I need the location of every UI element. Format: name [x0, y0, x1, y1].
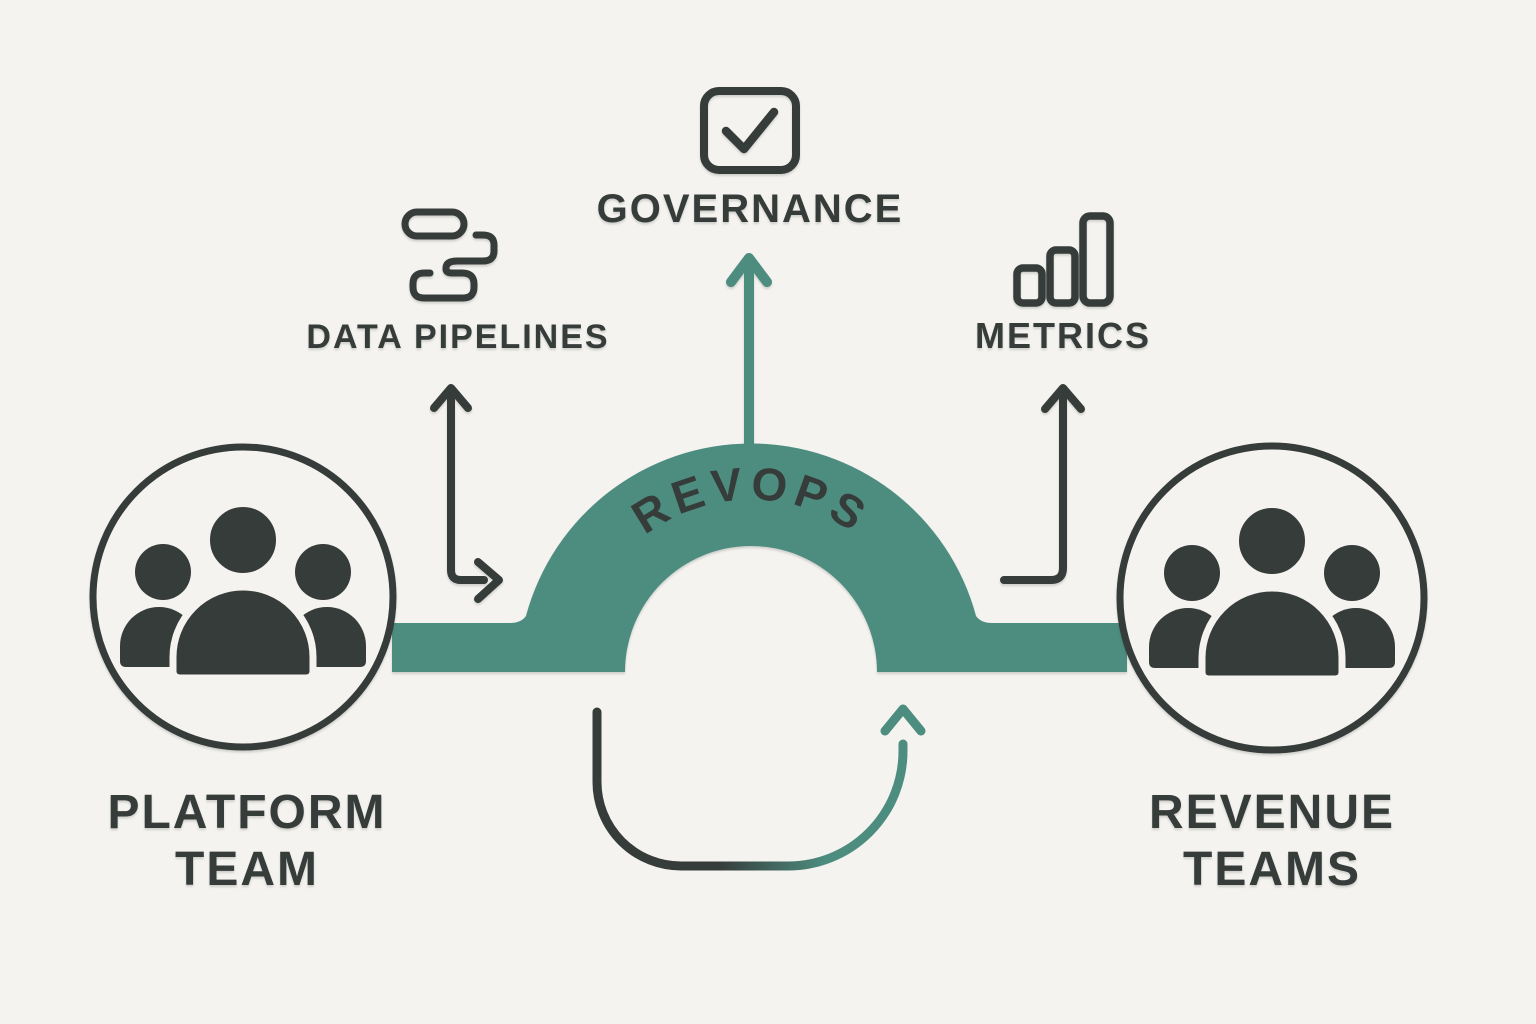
bar-chart-icon	[1013, 212, 1114, 307]
revenue-teams-label-line1: REVENUE	[1149, 786, 1395, 839]
feedback-loop-arrow	[592, 704, 926, 871]
metrics-arrow	[1000, 384, 1085, 584]
data-pipelines-callout: DATA PIPELINES	[306, 208, 609, 603]
platform-team-label-line2: TEAM	[175, 843, 319, 896]
data-pipelines-arrow	[430, 384, 503, 603]
governance-callout: GOVERNANCE	[597, 87, 904, 231]
data-pipelines-label: DATA PIPELINES	[306, 318, 609, 356]
revenue-teams-node: REVENUE TEAMS	[1116, 442, 1428, 896]
pipeline-icon	[401, 208, 498, 302]
revops-bridge: REVOPS	[392, 253, 1127, 672]
governance-label: GOVERNANCE	[597, 187, 904, 231]
platform-team-label-line1: PLATFORM	[107, 786, 386, 839]
bridge-shape	[392, 443, 1127, 672]
metrics-label: METRICS	[975, 315, 1151, 356]
loop-arrowhead	[880, 704, 926, 736]
platform-team-node: PLATFORM TEAM	[89, 443, 397, 896]
revenue-teams-label-line2: TEAMS	[1183, 843, 1361, 896]
governance-arrow	[726, 253, 772, 449]
metrics-callout: METRICS	[975, 212, 1151, 584]
checkbox-icon	[700, 87, 800, 174]
